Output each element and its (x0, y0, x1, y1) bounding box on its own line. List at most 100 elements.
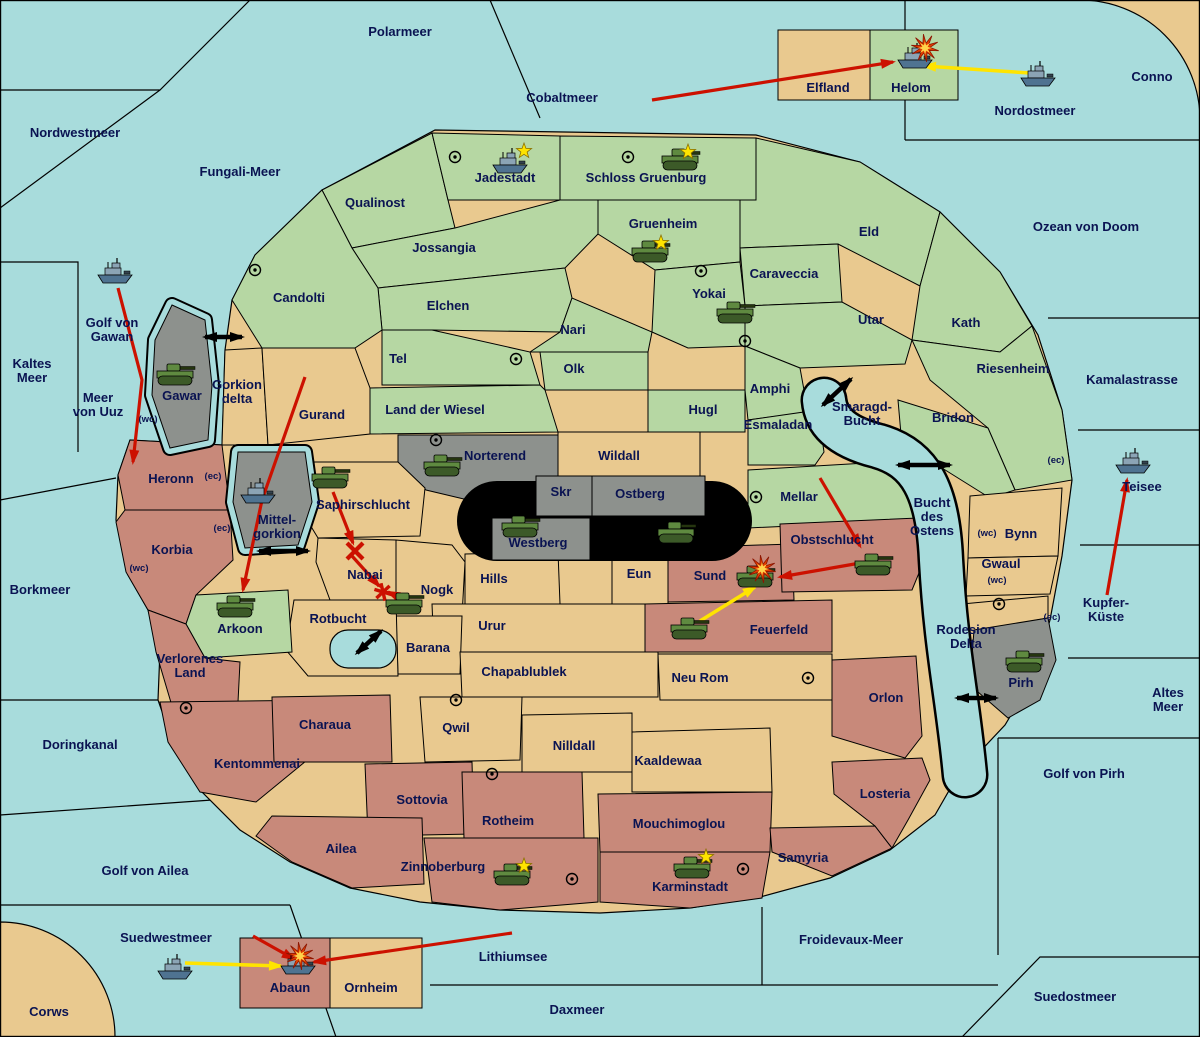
svg-text:Ostberg: Ostberg (615, 486, 665, 501)
label-daxmeer: Daxmeer (550, 1002, 605, 1017)
supply-center-icon (485, 767, 499, 781)
label-gawar: Gawar (162, 388, 202, 403)
region-urur[interactable] (431, 603, 646, 653)
svg-text:Suedwestmeer: Suedwestmeer (120, 930, 212, 945)
region-gurand[interactable] (261, 347, 371, 446)
label-charaua: Charaua (299, 717, 352, 732)
region-obstschlucht[interactable] (779, 517, 927, 593)
explosion-icon (748, 554, 776, 584)
region-losteria[interactable] (831, 757, 931, 849)
svg-text:Tel: Tel (389, 351, 407, 366)
svg-text:Sottovia: Sottovia (396, 792, 448, 807)
region-chapablublek[interactable] (459, 651, 659, 698)
region-olk[interactable] (539, 351, 649, 391)
svg-text:Saphirschlucht: Saphirschlucht (316, 497, 411, 512)
label-smaragd-bucht: Smaragd-Bucht (832, 399, 892, 428)
ship-unit[interactable] (240, 478, 276, 504)
svg-text:Land: Land (174, 665, 205, 680)
sea-border (961, 956, 1200, 1037)
support-arrow (184, 960, 284, 971)
svg-text:Cobaltmeer: Cobaltmeer (526, 90, 598, 105)
svg-text:Jadestadt: Jadestadt (475, 170, 536, 185)
region-gwaul[interactable] (965, 555, 1059, 597)
svg-text:Meer: Meer (83, 390, 113, 405)
label-jadestadt: Jadestadt (475, 170, 536, 185)
tank-unit[interactable] (631, 240, 671, 263)
region-schloss-gruenburg[interactable] (559, 135, 757, 201)
explosion-icon (286, 941, 314, 971)
label-land-der-wiesel: Land der Wiesel (385, 402, 485, 417)
label-coast-tag: (ec) (1044, 612, 1061, 623)
region-riesenheim[interactable] (911, 325, 1073, 491)
tank-unit[interactable] (716, 301, 756, 324)
tank-unit[interactable] (423, 454, 463, 477)
svg-text:Urur: Urur (478, 618, 505, 633)
attack-arrow (331, 491, 355, 546)
svg-text:Karminstadt: Karminstadt (652, 879, 729, 894)
region-arkoon[interactable] (185, 589, 293, 659)
label-ornheim: Ornheim (344, 980, 397, 995)
label-chapablublek: Chapablublek (481, 664, 567, 679)
region-karminstadt[interactable] (599, 851, 771, 909)
svg-text:(ec): (ec) (1048, 455, 1065, 466)
svg-text:Helom: Helom (891, 80, 931, 95)
region-ostberg[interactable] (591, 475, 706, 517)
region-rotheim[interactable] (461, 771, 585, 839)
supply-center-icon (509, 352, 523, 366)
label-rotbucht: Rotbucht (309, 611, 367, 626)
region-charaua[interactable] (271, 694, 393, 763)
ship-unit[interactable] (492, 148, 528, 174)
standoff-asterisk-icon (373, 582, 393, 602)
label-esmaladan: Esmaladan (744, 417, 813, 432)
region-samyria[interactable] (769, 825, 893, 877)
attack-arrow (350, 554, 382, 589)
tank-unit[interactable] (385, 592, 425, 615)
attack-arrow (651, 58, 896, 102)
label-golf-von-ailea: Golf von Ailea (102, 863, 190, 878)
region-ailea[interactable] (255, 815, 425, 889)
svg-text:gorkion: gorkion (253, 526, 301, 541)
region-corws[interactable] (0, 921, 116, 1037)
tank-unit[interactable] (501, 515, 541, 538)
svg-text:Kaltes: Kaltes (12, 356, 51, 371)
region-mittel-gorkion[interactable] (232, 451, 313, 549)
label-caraveccia: Caraveccia (750, 266, 819, 281)
sea-border (489, 0, 541, 119)
supply-center-icon (738, 334, 752, 348)
tank-unit[interactable] (657, 521, 697, 544)
tank-unit[interactable] (156, 363, 196, 386)
label-froidevaux-meer: Froidevaux-Meer (799, 932, 903, 947)
ship-unit[interactable] (157, 954, 193, 980)
label-neu-rom: Neu Rom (671, 670, 728, 685)
supply-center-icon (449, 693, 463, 707)
svg-text:Mittel-: Mittel- (258, 512, 296, 527)
attack-arrow (1105, 477, 1130, 596)
tank-unit[interactable] (670, 617, 710, 640)
region-qwil[interactable] (419, 696, 523, 763)
region-verlorenes-land[interactable] (147, 609, 241, 707)
tank-unit[interactable] (854, 553, 894, 576)
attack-arrow (311, 931, 513, 966)
ship-unit[interactable] (1020, 61, 1056, 87)
region-bynn[interactable] (967, 487, 1063, 559)
tank-unit[interactable] (1005, 650, 1045, 673)
region-hugl[interactable] (647, 389, 746, 433)
supply-center-icon (749, 490, 763, 504)
label-helom: Helom (891, 80, 931, 95)
region-orlon[interactable] (831, 655, 923, 759)
region-tel[interactable] (381, 329, 541, 386)
svg-text:Samyria: Samyria (778, 850, 829, 865)
ship-unit[interactable] (1115, 448, 1151, 474)
ship-unit[interactable] (97, 258, 133, 284)
label-coast-tag: (ec) (214, 523, 231, 534)
bay-bucht-des-ostens[interactable] (803, 379, 986, 796)
svg-text:Amphi: Amphi (750, 381, 790, 396)
tank-unit[interactable] (311, 466, 351, 489)
tank-unit[interactable] (216, 595, 256, 618)
label-urur: Urur (478, 618, 505, 633)
label-hugl: Hugl (689, 402, 718, 417)
